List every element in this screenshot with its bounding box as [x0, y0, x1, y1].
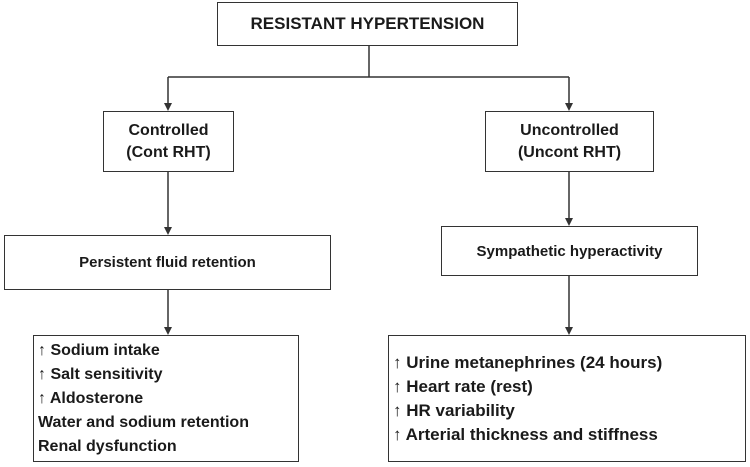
- controlled-node: Controlled (Cont RHT): [103, 111, 234, 172]
- list-item: ↑ HR variability: [393, 400, 515, 420]
- list-item: ↑ Arterial thickness and stiffness: [393, 424, 658, 444]
- uncontrolled-abbrev: (Uncont RHT): [517, 143, 622, 161]
- uncontrolled-label: Uncontrolled: [520, 121, 619, 139]
- list-item: ↑ Salt sensitivity: [38, 365, 163, 383]
- list-item: ↑ Sodium intake: [38, 341, 160, 359]
- fluid-retention-node: Persistent fluid retention: [4, 235, 331, 290]
- list-item: ↑ Heart rate (rest): [393, 376, 533, 396]
- sympathetic-node: Sympathetic hyperactivity: [441, 226, 698, 276]
- sympathetic-label: Sympathetic hyperactivity: [476, 242, 663, 260]
- controlled-label: Controlled: [128, 121, 209, 139]
- root-label: RESISTANT HYPERTENSION: [250, 14, 485, 33]
- controlled-findings-list: ↑ Sodium intake ↑ Salt sensitivity ↑ Ald…: [33, 335, 299, 462]
- list-item: Water and sodium retention: [38, 413, 249, 431]
- list-item: ↑ Urine metanephrines (24 hours): [393, 352, 663, 372]
- controlled-abbrev: (Cont RHT): [126, 143, 211, 161]
- uncontrolled-node: Uncontrolled (Uncont RHT): [485, 111, 654, 172]
- fluid-retention-label: Persistent fluid retention: [79, 254, 256, 271]
- uncontrolled-findings-list: ↑ Urine metanephrines (24 hours) ↑ Heart…: [388, 335, 746, 462]
- list-item: Renal dysfunction: [38, 437, 177, 455]
- root-node: RESISTANT HYPERTENSION: [217, 2, 518, 46]
- list-item: ↑ Aldosterone: [38, 389, 144, 407]
